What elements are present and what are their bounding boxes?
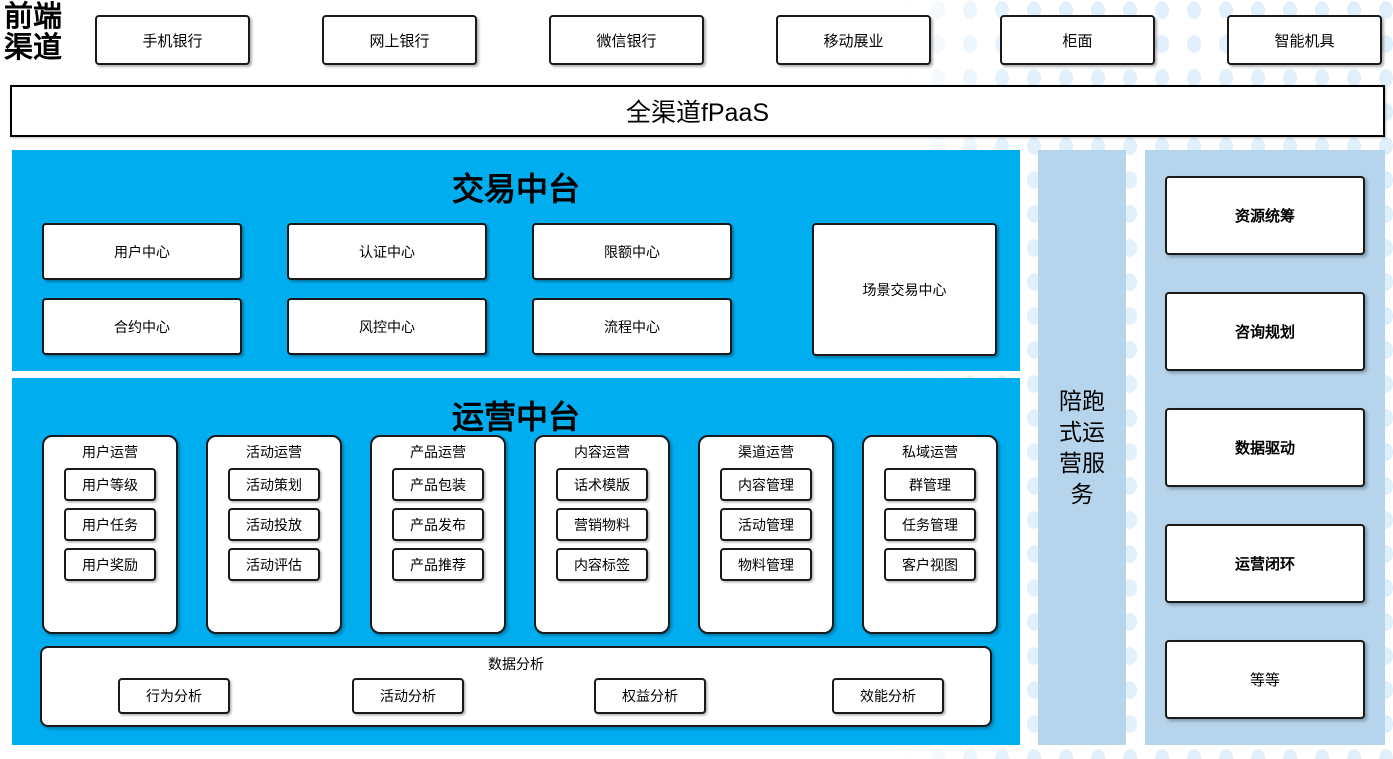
ops-group-item[interactable]: 群管理: [884, 468, 976, 501]
ops-group-item[interactable]: 用户等级: [64, 468, 156, 501]
ops-group-item[interactable]: 活动管理: [720, 508, 812, 541]
ops-group: 私域运营群管理任务管理客户视图: [862, 435, 998, 634]
ops-group: 用户运营用户等级用户任务用户奖励: [42, 435, 178, 634]
scenario-transaction-center-box[interactable]: 场景交易中心: [812, 223, 997, 356]
ops-group-title: 活动运营: [246, 444, 302, 460]
trade-center-box[interactable]: 认证中心: [287, 223, 487, 280]
capability-box[interactable]: 咨询规划: [1165, 292, 1365, 371]
accompanied-operation-service-column: 陪跑式运营服务: [1038, 150, 1126, 745]
ops-group-title: 渠道运营: [738, 444, 794, 460]
service-column-label: 陪跑式运营服务: [1059, 387, 1105, 507]
ops-group: 产品运营产品包装产品发布产品推荐: [370, 435, 506, 634]
front-end-channel-label: 前端渠道: [4, 1, 63, 64]
ops-group: 活动运营活动策划活动投放活动评估: [206, 435, 342, 634]
ops-group-item[interactable]: 活动投放: [228, 508, 320, 541]
ops-group: 内容运营话术模版营销物料内容标签: [534, 435, 670, 634]
trade-platform-title: 交易中台: [451, 171, 580, 207]
ops-group-item[interactable]: 活动策划: [228, 468, 320, 501]
ops-group-item[interactable]: 用户任务: [64, 508, 156, 541]
ops-group-item[interactable]: 用户奖励: [64, 548, 156, 581]
ops-group-item[interactable]: 产品发布: [392, 508, 484, 541]
ops-platform-title: 运营中台: [451, 399, 580, 435]
ops-group-item[interactable]: 话术模版: [556, 468, 648, 501]
ops-group-title: 内容运营: [574, 444, 630, 460]
data-analysis-item[interactable]: 活动分析: [352, 678, 464, 714]
capability-box[interactable]: 运营闭环: [1165, 524, 1365, 603]
ops-group-item[interactable]: 活动评估: [228, 548, 320, 581]
trade-center-box[interactable]: 流程中心: [532, 298, 732, 355]
ops-group-item[interactable]: 内容标签: [556, 548, 648, 581]
trade-center-box[interactable]: 限额中心: [532, 223, 732, 280]
ops-group-item[interactable]: 物料管理: [720, 548, 812, 581]
data-analysis-item[interactable]: 效能分析: [832, 678, 944, 714]
capability-column: 资源统筹咨询规划数据驱动运营闭环等等: [1145, 150, 1385, 745]
ops-group-title: 私域运营: [902, 444, 958, 460]
omni-channel-fpaas-bar[interactable]: 全渠道fPaaS: [10, 85, 1385, 137]
trade-center-box[interactable]: 风控中心: [287, 298, 487, 355]
ops-group: 渠道运营内容管理活动管理物料管理: [698, 435, 834, 634]
capability-box[interactable]: 数据驱动: [1165, 408, 1365, 487]
ops-group-item[interactable]: 任务管理: [884, 508, 976, 541]
ops-group-item[interactable]: 内容管理: [720, 468, 812, 501]
data-analysis-item[interactable]: 行为分析: [118, 678, 230, 714]
ops-group-item[interactable]: 产品包装: [392, 468, 484, 501]
capability-box[interactable]: 等等: [1165, 640, 1365, 719]
ops-group-item[interactable]: 营销物料: [556, 508, 648, 541]
ops-group-item[interactable]: 客户视图: [884, 548, 976, 581]
trade-center-box[interactable]: 合约中心: [42, 298, 242, 355]
data-analysis-container: 数据分析 行为分析 活动分析 权益分析 效能分析: [40, 646, 992, 727]
channel-box[interactable]: 智能机具: [1227, 15, 1382, 65]
ops-group-title: 产品运营: [410, 444, 466, 460]
channel-box[interactable]: 柜面: [1000, 15, 1155, 65]
channel-box[interactable]: 手机银行: [95, 15, 250, 65]
capability-box[interactable]: 资源统筹: [1165, 176, 1365, 255]
trade-center-box[interactable]: 用户中心: [42, 223, 242, 280]
channel-box[interactable]: 移动展业: [776, 15, 931, 65]
data-analysis-item[interactable]: 权益分析: [594, 678, 706, 714]
operations-middle-platform-panel: 运营中台 数据分析 行为分析活动分析权益分析效能分析 用户运营用户等级用户任务用…: [12, 378, 1020, 745]
trade-middle-platform-panel: 交易中台 用户中心认证中心限额中心合约中心风控中心流程中心 场景交易中心: [12, 150, 1020, 371]
data-analysis-title: 数据分析: [488, 656, 544, 672]
channel-box[interactable]: 微信银行: [549, 15, 704, 65]
ops-group-item[interactable]: 产品推荐: [392, 548, 484, 581]
ops-group-title: 用户运营: [82, 444, 138, 460]
channel-box[interactable]: 网上银行: [322, 15, 477, 65]
